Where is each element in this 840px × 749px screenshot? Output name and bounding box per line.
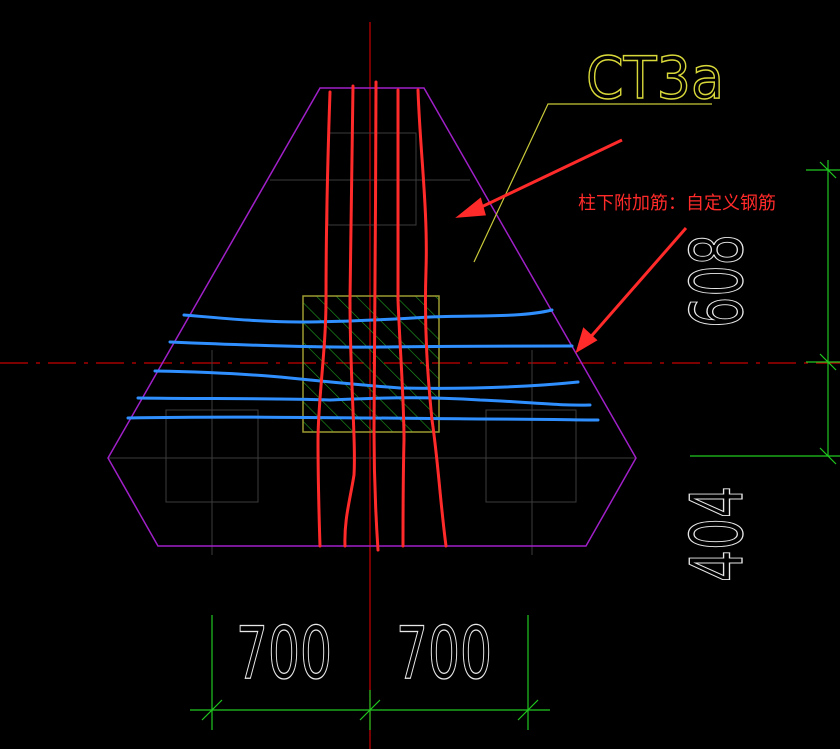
footing-label: CT3a	[586, 44, 724, 112]
horizontal-rebar	[153, 369, 580, 390]
rebar-annotation-text: 柱下附加筋：自定义钢筋	[578, 193, 776, 214]
background-construction-lines	[108, 132, 636, 555]
horizontal-rebar	[168, 340, 574, 349]
vertical-rebar	[396, 88, 406, 548]
horizontal-rebar	[136, 396, 592, 407]
vertical-rebar	[416, 88, 448, 548]
vertical-rebar	[372, 80, 380, 552]
horizontal-rebar	[126, 415, 600, 422]
annotation-arrows	[455, 138, 688, 354]
column-outline	[302, 295, 440, 433]
right-dimension-lines	[690, 160, 840, 465]
horizontal-rebar	[182, 308, 554, 324]
vertical-rebar	[316, 90, 332, 548]
vertical-rebar	[343, 84, 356, 548]
horizontal-rebars	[126, 308, 600, 422]
dimension-text-right-lower: 404	[675, 486, 759, 582]
label-leader-line	[473, 103, 712, 263]
footing-outline	[107, 87, 637, 547]
bottom-dimension-lines	[190, 615, 550, 730]
dimension-text-right-upper: 608	[675, 234, 759, 328]
dimension-text-bottom-right: 700	[396, 611, 492, 695]
dimension-text-bottom-left: 700	[236, 611, 332, 695]
vertical-rebars	[316, 80, 448, 552]
